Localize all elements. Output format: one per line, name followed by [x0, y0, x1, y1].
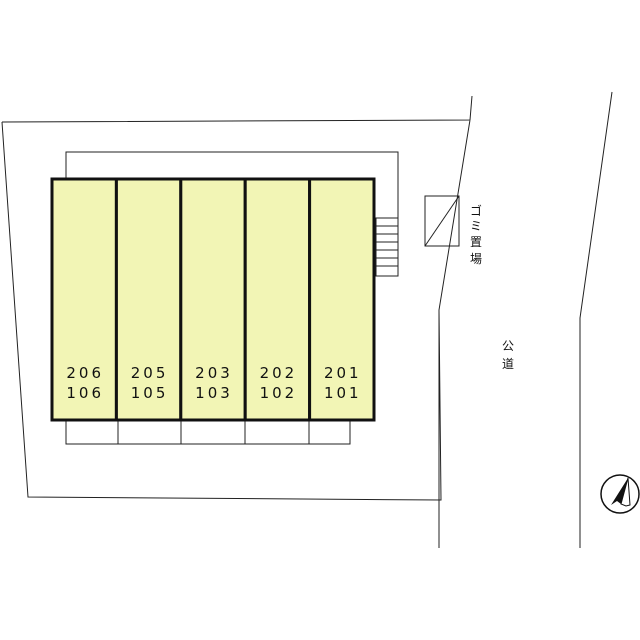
road-edge	[579, 91, 613, 548]
garbage-area-label: ゴ ミ 置 場	[470, 203, 482, 266]
site-boundary	[1, 95, 473, 501]
unit-202-102	[243, 177, 312, 422]
unit-upper-label: 201	[324, 364, 362, 382]
garbage-label-char-2: 置	[470, 235, 482, 249]
garbage-area	[424, 195, 460, 247]
garbage-label-char-0: ゴ	[470, 203, 482, 218]
unit-upper-label: 205	[131, 364, 169, 382]
unit-lower-label: 103	[195, 384, 233, 402]
unit-upper-label: 206	[66, 364, 104, 382]
unit-201-101	[308, 177, 376, 422]
units-group: 206 106 205 105 203 103 202 102 201 101	[50, 177, 376, 422]
unit-lower-label: 102	[260, 384, 298, 402]
unit-lower-label: 106	[66, 384, 104, 402]
unit-206-106	[50, 177, 118, 422]
garbage-label-char-3: 場	[470, 252, 482, 266]
unit-lower-label: 101	[324, 384, 362, 402]
road-label-char-0: 公	[502, 339, 514, 353]
unit-203-103	[179, 177, 247, 422]
unit-lower-label: 105	[131, 384, 169, 402]
garbage-label-char-1: ミ	[470, 219, 482, 233]
road-label-char-1: 道	[502, 357, 514, 371]
north-arrow-icon	[600, 474, 640, 514]
unit-upper-label: 202	[260, 364, 298, 382]
staircase	[375, 217, 399, 277]
unit-upper-label: 203	[195, 364, 233, 382]
front-walkway	[65, 419, 351, 445]
public-road-label: 公 道	[502, 339, 514, 371]
